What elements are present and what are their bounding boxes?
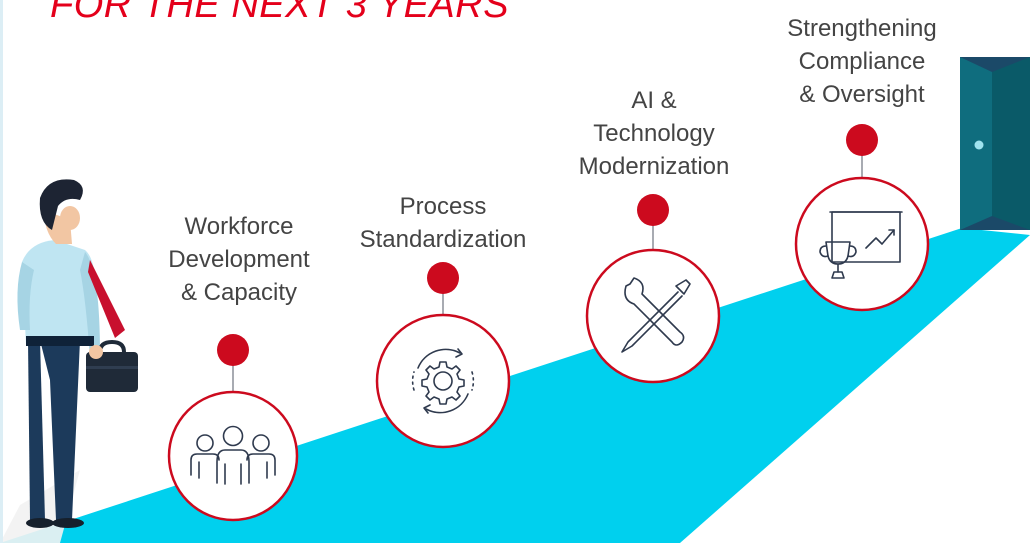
step-2-pin: [427, 262, 459, 315]
step-4-label: Strengthening Compliance & Oversight: [787, 15, 937, 108]
trophy-growth-chart-icon: [819, 211, 903, 279]
step-1-label: Workforce Development & Capacity: [168, 213, 310, 306]
step-4-circle: [794, 176, 930, 312]
step-2-label: Process Standardization: [359, 193, 527, 253]
step-3-label: AI & Technology Modernization: [578, 87, 730, 180]
page-title: FOR THE NEXT 3 YEARS: [50, 0, 510, 26]
people-group-icon: [190, 425, 276, 485]
businessman-figure: [17, 179, 138, 528]
step-1-pin: [217, 334, 249, 395]
step-3-pin: [637, 194, 669, 250]
step-4-pin: [846, 124, 878, 180]
step-1-circle: [167, 390, 299, 522]
step-2-circle: [375, 313, 511, 449]
door-icon: [960, 57, 1030, 230]
gear-cycle-icon: [411, 348, 475, 414]
edge-line: [0, 0, 3, 543]
wrench-screwdriver-icon: [621, 277, 691, 353]
